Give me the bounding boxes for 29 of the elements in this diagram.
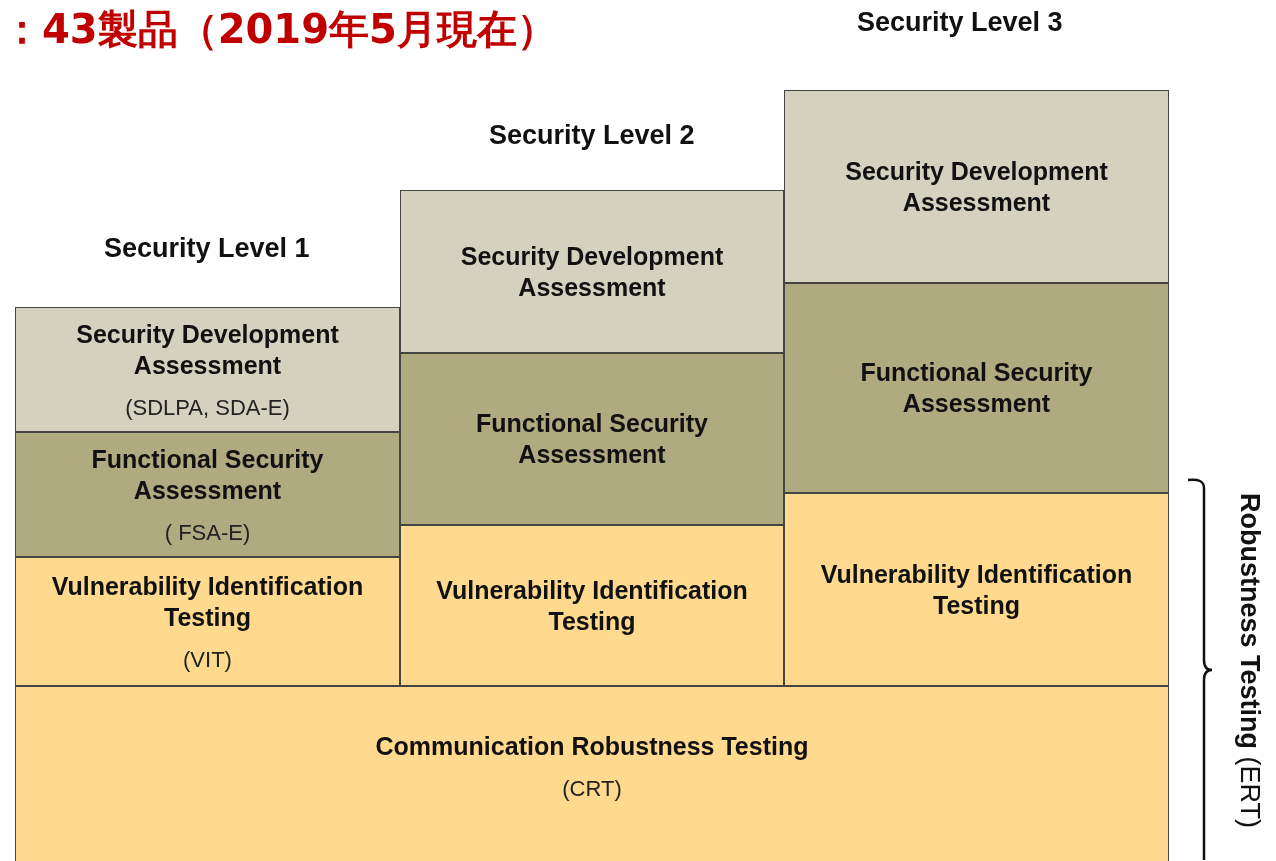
abbreviation-text: (CRT)	[562, 775, 622, 802]
assessment-box	[400, 190, 784, 353]
level-heading: Security Level 3	[857, 6, 1063, 38]
level-heading: Security Level 1	[104, 232, 310, 264]
testing-box	[15, 686, 1169, 861]
box-heading: Vulnerability Identification Testing	[435, 574, 749, 637]
box-heading: Security Development Assessment	[75, 318, 340, 381]
box-heading: Functional Security Assessment	[475, 408, 709, 470]
box-heading: Functional Security Assessment	[859, 357, 1094, 419]
abbreviation-text: ( FSA-E)	[164, 519, 251, 546]
box-heading: Communication Robustness Testing	[375, 730, 809, 762]
box-heading: Security Development Assessment	[844, 155, 1109, 218]
box-heading: Vulnerability Identification Testing	[819, 558, 1134, 621]
assessment-box	[15, 432, 400, 557]
assessment-box	[15, 307, 400, 432]
testing-box	[15, 557, 400, 686]
abbreviation-text: (VIT)	[183, 646, 232, 673]
assessment-box	[400, 353, 784, 525]
level-heading: Security Level 2	[489, 119, 695, 151]
box-heading: Functional Security Assessment	[90, 443, 325, 506]
testing-box	[784, 493, 1169, 686]
testing-box	[400, 525, 784, 686]
box-heading: Security Development Assessment	[459, 240, 725, 303]
box-heading: Vulnerability Identification Testing	[50, 570, 365, 633]
page-title: ：43製品（2019年5月現在）	[2, 5, 557, 54]
bracket-label: Robustness Testing (ERT)	[1234, 492, 1265, 828]
assessment-box	[784, 283, 1169, 493]
assessment-box	[784, 90, 1169, 283]
abbreviation-text: (SDLPA, SDA-E)	[125, 394, 290, 421]
